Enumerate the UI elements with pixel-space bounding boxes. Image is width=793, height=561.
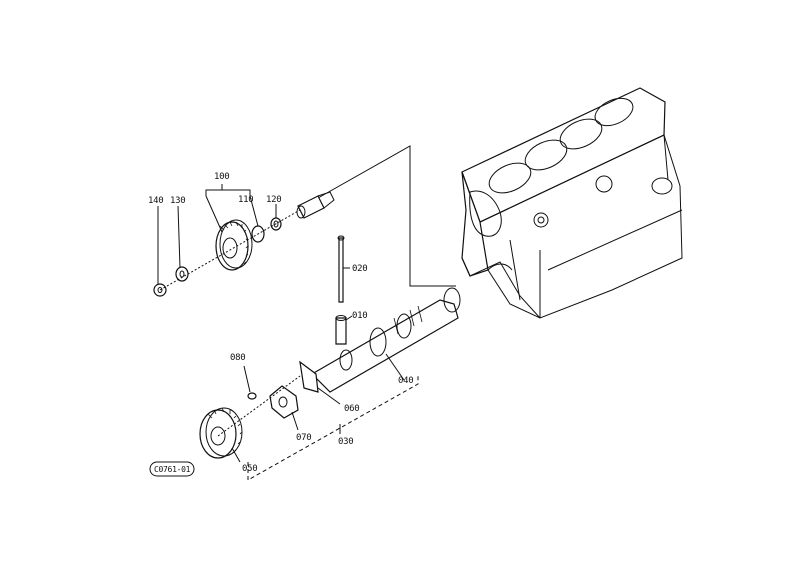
label-010: 010 <box>352 311 367 321</box>
diagram-code-badge: C0761-01 <box>149 461 195 477</box>
label-040: 040 <box>398 376 413 386</box>
push-rod <box>337 235 350 303</box>
label-100: 100 <box>214 172 229 182</box>
diagram-code: C0761-01 <box>154 465 191 474</box>
idle-gear <box>215 219 253 271</box>
label-120: 120 <box>266 195 281 205</box>
bolt <box>243 365 257 400</box>
label-050: 050 <box>242 464 257 474</box>
label-140: 140 <box>148 196 163 206</box>
engine-block <box>461 87 683 319</box>
idle-gear-collar <box>175 266 189 282</box>
label-060: 060 <box>344 404 359 414</box>
idle-shaft-leader <box>317 145 456 287</box>
label-070: 070 <box>296 433 311 443</box>
camshaft <box>311 287 461 393</box>
label-130: 130 <box>170 196 185 206</box>
label-080: 080 <box>230 353 245 363</box>
idle-gear-snap-ring <box>153 283 167 297</box>
label-020: 020 <box>352 264 367 274</box>
label-110: 110 <box>238 195 253 205</box>
camshaft-plate <box>269 385 299 431</box>
camshaft-stopper <box>299 360 341 405</box>
cam-gear <box>199 407 243 463</box>
tappet <box>335 315 353 345</box>
idle-gear-shaft <box>296 191 335 219</box>
label-030: 030 <box>338 437 353 447</box>
